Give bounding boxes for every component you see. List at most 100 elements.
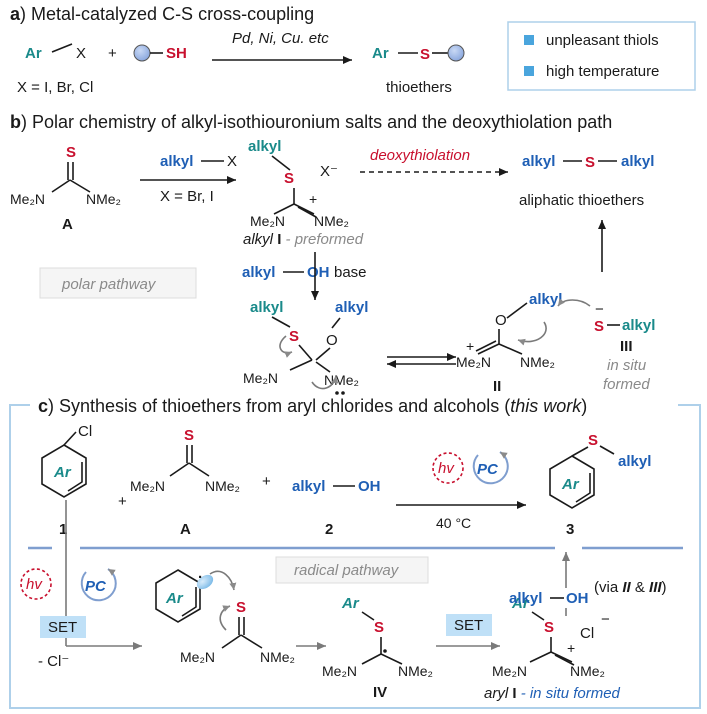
halide-note-b: X = Br, I bbox=[160, 188, 214, 205]
deoxythiolation-label: deoxythiolation bbox=[370, 147, 470, 164]
svg-text:S: S bbox=[66, 144, 76, 161]
alcohol-2-alkyl: alkyl bbox=[292, 478, 325, 495]
set-badge-2 bbox=[446, 614, 492, 636]
svg-text:Me₂N: Me₂N bbox=[456, 354, 491, 370]
alcohol-c-alkyl: alkyl bbox=[509, 590, 542, 607]
aryl-isothiouronium-salt: Ar S + Me₂N NMe₂ Cl − bbox=[492, 595, 610, 679]
aliphatic-thioethers-label: aliphatic thioethers bbox=[519, 192, 644, 209]
product-sulfur-b: S bbox=[585, 154, 595, 171]
plus-1: + bbox=[118, 493, 127, 510]
svg-text:alkyl: alkyl bbox=[335, 299, 368, 316]
section-a: a) Metal-catalyzed C-S cross-coupling Ar… bbox=[10, 4, 696, 96]
svg-text:hv: hv bbox=[26, 576, 43, 593]
svg-text:Cl: Cl bbox=[580, 625, 594, 642]
aryl-label: Ar bbox=[25, 45, 42, 62]
plus-sign: + bbox=[108, 45, 117, 62]
svg-text:Ar: Ar bbox=[165, 590, 184, 607]
svg-text:PC: PC bbox=[477, 461, 499, 478]
aryl-radical: · Ar bbox=[155, 569, 237, 623]
svg-text:S: S bbox=[588, 432, 598, 449]
salt-label: alkyl I - preformed bbox=[243, 231, 364, 248]
svg-text:Ar: Ar bbox=[561, 476, 580, 493]
svg-text:S: S bbox=[544, 619, 554, 636]
aryl-salt-label: aryl I - in situ formed bbox=[484, 685, 621, 702]
svg-text:−: − bbox=[595, 301, 604, 318]
chloride-loss: - Cl⁻ bbox=[38, 653, 69, 670]
svg-text:Ar: Ar bbox=[511, 595, 530, 612]
svg-text:+: + bbox=[567, 640, 575, 656]
thiol-sh: SH bbox=[166, 45, 187, 62]
alkyl-halide-x: X bbox=[227, 153, 237, 170]
photocatalyst-cycle-icon bbox=[80, 568, 117, 602]
svg-text:Me₂N: Me₂N bbox=[322, 663, 357, 679]
r-group-ball-icon bbox=[133, 44, 151, 62]
svg-text:O: O bbox=[326, 332, 338, 349]
halide-note: X = I, Br, Cl bbox=[17, 79, 93, 96]
base-label: base bbox=[334, 264, 367, 281]
thiolate-iii: − S alkyl III in situ formed bbox=[557, 298, 655, 393]
svg-text:Me₂N: Me₂N bbox=[250, 213, 285, 229]
svg-text:Me₂N: Me₂N bbox=[10, 191, 45, 207]
svg-text:NMe₂: NMe₂ bbox=[570, 663, 605, 679]
product-alkyl-right: alkyl bbox=[621, 153, 654, 170]
svg-text:alkyl: alkyl bbox=[622, 317, 655, 334]
plus-2: + bbox=[262, 473, 271, 490]
via-note: (via II & III) bbox=[594, 579, 667, 596]
thioethers-label: thioethers bbox=[386, 79, 452, 96]
alcohol-c-oh: OH bbox=[566, 590, 589, 607]
svg-text:S: S bbox=[594, 318, 604, 335]
radical-pathway-label: radical pathway bbox=[294, 562, 400, 579]
svg-text:NMe₂: NMe₂ bbox=[205, 478, 240, 494]
svg-text:X⁻: X⁻ bbox=[320, 163, 338, 180]
label-iv: IV bbox=[373, 684, 387, 701]
svg-text:NMe₂: NMe₂ bbox=[398, 663, 433, 679]
photocatalyst-cycle-icon bbox=[472, 451, 509, 485]
section-c: c) Synthesis of thioethers from aryl chl… bbox=[9, 396, 701, 709]
thiourea-a-c: S Me₂N NMe₂ A bbox=[130, 427, 240, 538]
alcohol-2-oh: OH bbox=[358, 478, 381, 495]
drawback-2: high temperature bbox=[546, 63, 659, 80]
alkyl-halide-alkyl: alkyl bbox=[160, 153, 193, 170]
bullet-icon bbox=[524, 35, 534, 45]
light-icon bbox=[432, 452, 464, 484]
light-icon bbox=[20, 568, 52, 600]
section-b: b) Polar chemistry of alkyl-isothiouroni… bbox=[10, 112, 655, 395]
product-aryl: Ar bbox=[372, 45, 389, 62]
svg-text:Me₂N: Me₂N bbox=[492, 663, 527, 679]
section-c-title: c) Synthesis of thioethers from aryl chl… bbox=[38, 396, 587, 416]
set-badge bbox=[40, 616, 86, 638]
svg-text:S: S bbox=[236, 599, 246, 616]
polar-pathway-box bbox=[39, 267, 197, 299]
catalyst-conditions: Pd, Ni, Cu. etc bbox=[232, 30, 329, 47]
halide-label: X bbox=[76, 45, 86, 62]
svg-text:Ar: Ar bbox=[53, 464, 72, 481]
svg-text:O: O bbox=[495, 312, 507, 329]
c-x-bond bbox=[51, 43, 73, 53]
product-alkyl-left: alkyl bbox=[522, 153, 555, 170]
svg-text:alkyl: alkyl bbox=[248, 138, 281, 155]
tetrahedral-intermediate: alkyl S alkyl O Me₂N NMe₂ bbox=[243, 299, 368, 395]
polar-pathway-label: polar pathway bbox=[61, 276, 157, 293]
svg-text:alkyl: alkyl bbox=[529, 291, 562, 308]
svg-text:Cl: Cl bbox=[78, 423, 92, 440]
label-iii: III bbox=[620, 338, 633, 355]
thiourea-radical-acceptor: S Me₂N NMe₂ bbox=[180, 599, 295, 665]
radical-dot: · bbox=[198, 569, 203, 586]
svg-text:hv: hv bbox=[438, 460, 455, 477]
product-sulfur: S bbox=[420, 46, 430, 63]
svg-text:alkyl: alkyl bbox=[618, 453, 651, 470]
radical-iv: Ar S Me₂N NMe₂ IV bbox=[322, 595, 433, 701]
svg-text:S: S bbox=[184, 427, 194, 444]
svg-text:Me₂N: Me₂N bbox=[130, 478, 165, 494]
intermediate-ii: O alkyl + Me₂N NMe₂ II bbox=[456, 291, 562, 395]
label-1: 1 bbox=[59, 521, 67, 538]
svg-text:SET: SET bbox=[48, 619, 77, 636]
product-r-ball-icon bbox=[447, 44, 465, 62]
svg-text:Me₂N: Me₂N bbox=[180, 649, 215, 665]
thiourea-a: S Me₂N NMe₂ A bbox=[10, 144, 121, 233]
svg-text:NMe₂: NMe₂ bbox=[324, 372, 359, 388]
label-ii: II bbox=[493, 378, 501, 395]
svg-text:NMe₂: NMe₂ bbox=[260, 649, 295, 665]
svg-text:S: S bbox=[289, 328, 299, 345]
